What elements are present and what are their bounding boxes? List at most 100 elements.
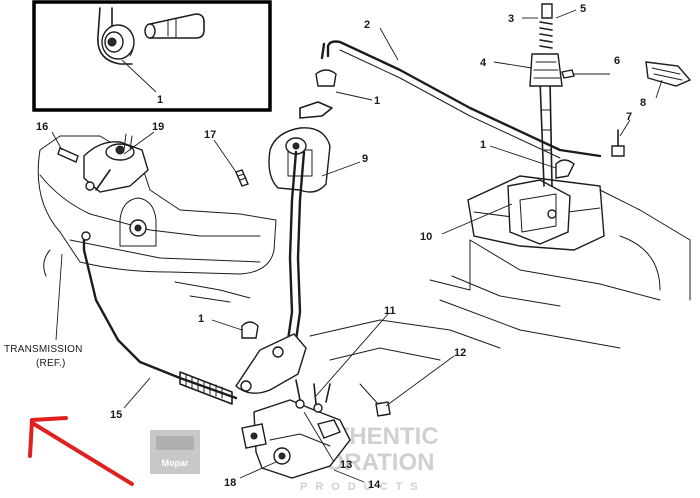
upper-rod-2-body (326, 40, 602, 158)
control-rod-15 (81, 231, 238, 409)
grommet-top (315, 69, 337, 87)
transmission-lever-stud (85, 181, 95, 191)
shifter-bracket-window (519, 193, 557, 233)
callout-15: 15 (110, 409, 122, 421)
control-rod-15-end (81, 231, 91, 241)
leader-9 (321, 161, 361, 177)
leader-18 (239, 461, 277, 479)
transmission-boss-center (134, 224, 142, 232)
transmission-case-lower (69, 239, 261, 263)
leader-2 (379, 27, 399, 61)
lower-bracket-assembly (241, 319, 501, 479)
body-panel-line-1 (469, 239, 661, 301)
red-arrow-shaft (32, 422, 134, 486)
callout-11: 11 (384, 305, 396, 317)
pad-8-ribs (651, 67, 683, 81)
shift-linkage-lower-pivot (272, 346, 284, 358)
bolt-12-shank (359, 383, 379, 405)
shift-linkage-lower-stud (240, 380, 252, 392)
transmission-boss (119, 197, 157, 247)
shifter-spring (539, 21, 553, 49)
leader-1-right (489, 145, 557, 169)
bolt-7 (611, 145, 625, 157)
transmission-case-edge (43, 249, 51, 277)
grommet-lower (241, 321, 259, 339)
clip-13 (317, 419, 341, 439)
callout-6: 6 (614, 55, 620, 67)
transmission-reference-label: TRANSMISSION (REF.) (4, 253, 82, 369)
leader-1-top (335, 91, 373, 101)
leader-12 (385, 355, 455, 407)
bolt-13-head-a (295, 399, 305, 409)
inset-frame (32, 0, 272, 112)
leader-14 (333, 469, 365, 483)
callout-numbers: 16 19 17 2 1 9 3 5 4 6 8 7 1 10 1 11 12 … (36, 3, 646, 491)
shift-linkage-pivot-center (292, 142, 300, 150)
inset-pin (149, 13, 205, 39)
shift-linkage-top-arm (299, 101, 333, 119)
upper-rod-2-end (320, 42, 326, 60)
transmission-lever-arm (95, 169, 111, 191)
upper-rod-2-shadow (339, 49, 561, 159)
body-panel-line-2 (599, 189, 691, 301)
small-fasteners (57, 147, 249, 187)
leader-7 (619, 119, 631, 137)
shift-linkage-lower-crank (235, 333, 307, 394)
inset-leader (121, 59, 157, 93)
mopar-logo-mark (156, 436, 194, 450)
transmission-housing (37, 133, 277, 303)
floor-rail-upper (309, 319, 501, 349)
shifter-bracket (507, 179, 571, 245)
transmission-case-outline (37, 135, 277, 275)
leader-13 (303, 411, 335, 463)
shift-knob-grip (533, 61, 561, 79)
callout-16: 16 (36, 121, 48, 133)
shifter-assembly (429, 3, 692, 349)
shifter-shaft-marks (541, 109, 552, 151)
leader-16 (51, 131, 63, 151)
mopar-logo-text: Mopar (162, 458, 189, 468)
callout-17: 17 (204, 129, 216, 141)
clip-16 (57, 147, 79, 163)
shift-linkage-rod (286, 150, 298, 342)
leader-8 (655, 79, 663, 99)
leader-1-lower (211, 319, 243, 331)
body-panel-curve (619, 235, 661, 291)
callout-13: 13 (340, 459, 352, 471)
bracket-14-fold (269, 433, 331, 447)
callout-leaders (51, 9, 663, 483)
bolt-13-head-b (313, 403, 323, 413)
callout-1-right: 1 (480, 139, 486, 151)
leader-10 (441, 203, 513, 235)
red-arrow-head (28, 416, 68, 458)
shift-linkage (211, 101, 333, 394)
floor-rail-lower (329, 347, 441, 361)
callout-2: 2 (364, 19, 370, 31)
transmission-case-ribs (174, 281, 251, 303)
transmission-ref-leader (55, 253, 63, 341)
callout-1-inset: 1 (157, 94, 163, 106)
callout-9: 9 (362, 153, 368, 165)
inset-grommet-lip (129, 29, 135, 57)
shifter-pin (561, 69, 575, 79)
shifter-cap (541, 3, 553, 19)
screw-17 (235, 169, 249, 187)
inset-pin-rings (167, 17, 177, 38)
callout-7: 7 (626, 111, 632, 123)
shift-linkage-plate (268, 127, 331, 193)
bracket-block-hole (250, 432, 258, 440)
inset-pin-tip (144, 23, 156, 39)
upper-control-rod-2 (315, 27, 602, 159)
callout-19: 19 (152, 121, 164, 133)
control-rod-15-adjuster (179, 371, 233, 405)
callout-1-top: 1 (374, 95, 380, 107)
transmission-lever-fins (123, 133, 133, 151)
screw-17-threads (237, 173, 247, 181)
callout-5: 5 (580, 3, 586, 15)
inset-bracket (97, 7, 133, 65)
bushing-18-hole (278, 452, 286, 460)
leader-15 (123, 377, 151, 409)
leader-11 (315, 313, 389, 397)
